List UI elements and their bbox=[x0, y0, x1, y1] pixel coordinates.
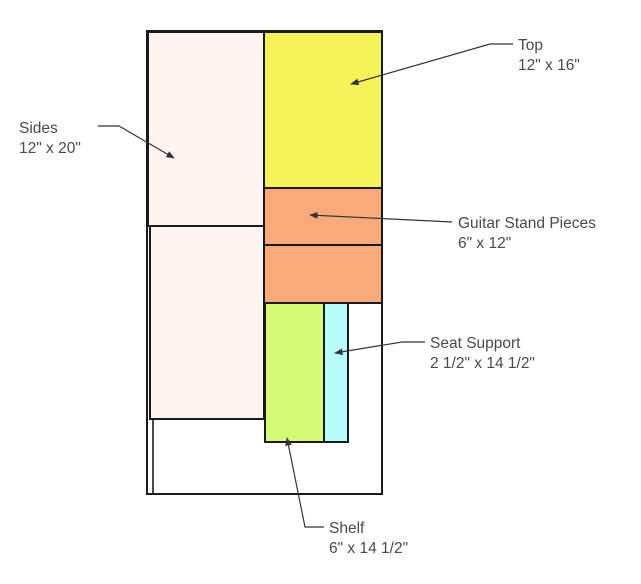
guitar-stand-piece-1 bbox=[263, 187, 383, 246]
sides-label-dims: 12" x 20" bbox=[19, 140, 81, 157]
seat-support-label-dims: 2 1/2" x 14 1/2" bbox=[430, 355, 535, 372]
sides-piece-upper bbox=[147, 31, 265, 227]
sides-label-name: Sides bbox=[19, 120, 58, 137]
shelf-piece bbox=[264, 302, 325, 443]
guitar-stand-leader-arrow bbox=[309, 212, 453, 223]
shelf-label-name: Shelf bbox=[329, 520, 365, 537]
seat-support-leader-arrow bbox=[334, 341, 425, 356]
top-piece bbox=[263, 31, 383, 189]
seat-support-label-name: Seat Support bbox=[430, 335, 521, 352]
shelf-leader-arrow bbox=[285, 437, 324, 528]
sides-leader-arrow bbox=[98, 125, 175, 159]
guitar-stand-label-dims: 6" x 12" bbox=[458, 235, 511, 252]
top-label-name: Top bbox=[518, 37, 543, 54]
shelf-label-dims: 6" x 14 1/2" bbox=[329, 540, 408, 557]
top-label-dims: 12" x 16" bbox=[518, 57, 580, 74]
seat-support-piece bbox=[323, 302, 349, 443]
sides-piece-lower bbox=[149, 225, 265, 420]
guitar-stand-piece-2 bbox=[263, 244, 383, 304]
guitar-stand-label-name: Guitar Stand Pieces bbox=[458, 215, 596, 232]
top-leader-arrow bbox=[350, 43, 513, 86]
